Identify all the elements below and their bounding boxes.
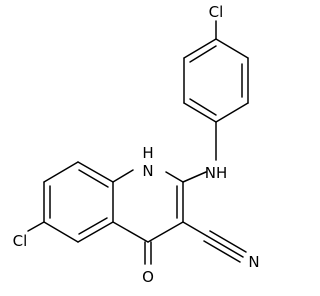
atom-label-nh: NH [205, 164, 228, 182]
bond [78, 169, 109, 188]
chlorophenyl-ring [183, 20, 249, 123]
bond [27, 221, 45, 232]
atom-label-cl-left: Cl [13, 232, 28, 250]
benzo-ring [43, 161, 114, 243]
atom-label-ring-h: H [142, 144, 153, 162]
bond [77, 161, 114, 183]
chemical-structure-diagram: Cl NH H N Cl O N [13, 3, 260, 286]
bond [215, 102, 249, 123]
bond [43, 221, 79, 243]
bond [112, 221, 149, 243]
bond [183, 102, 217, 123]
bond [78, 217, 108, 235]
bond [215, 38, 249, 59]
bond [147, 221, 184, 243]
pyridinone-ring [112, 169, 184, 243]
bond [203, 240, 241, 263]
bond [183, 38, 217, 59]
bond [182, 221, 208, 237]
bond [189, 45, 217, 63]
atom-label-ring-n: N [142, 162, 153, 180]
bond [182, 171, 207, 183]
bond [43, 161, 79, 183]
bond [165, 171, 184, 183]
bond [77, 221, 114, 243]
atom-label-nitrile-n: N [248, 253, 259, 271]
bond [112, 169, 134, 183]
atom-label-cl-top: Cl [209, 3, 224, 21]
bond [209, 230, 247, 253]
bond [206, 235, 244, 258]
atom-label-oxygen: O [142, 268, 154, 286]
bond [189, 98, 217, 116]
